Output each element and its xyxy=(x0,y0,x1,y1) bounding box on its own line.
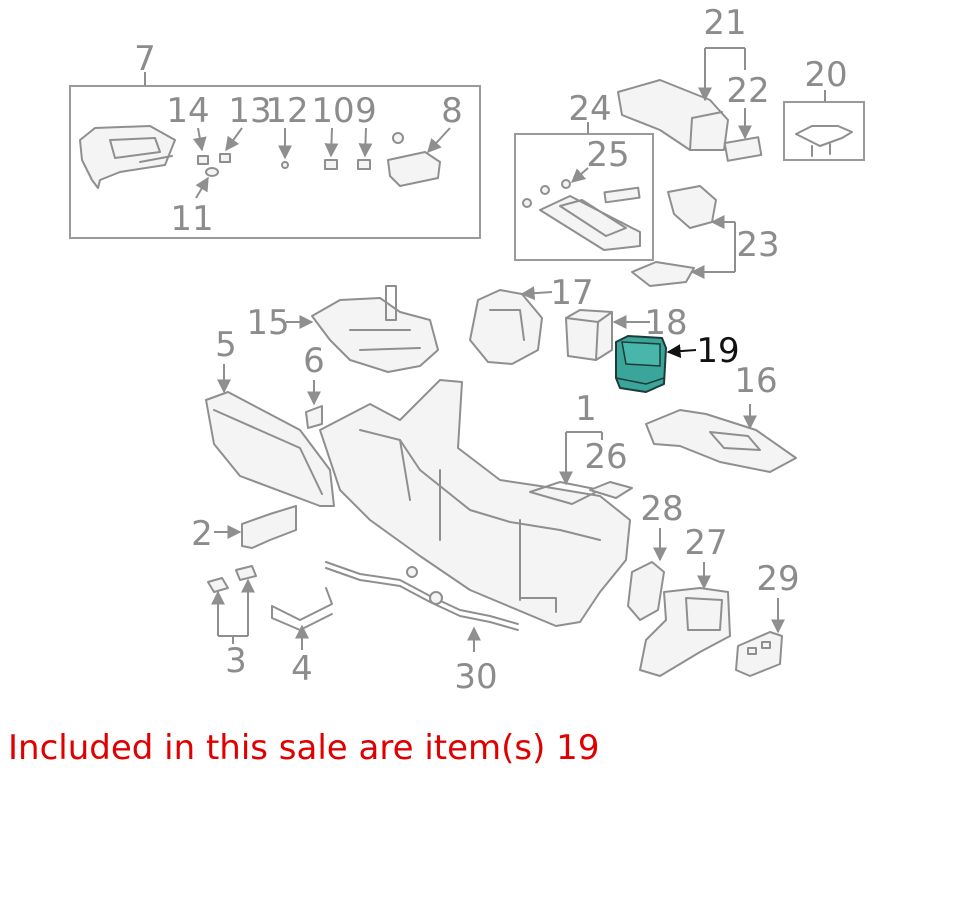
callout-1: 1 xyxy=(575,389,597,429)
cup-holder-18-drawing xyxy=(565,309,613,361)
callout-21: 21 xyxy=(703,3,746,43)
callout-9: 9 xyxy=(355,91,377,131)
callout-6: 6 xyxy=(303,341,325,381)
highlighted-part-19 xyxy=(615,335,667,393)
glove-box-assembly-drawing xyxy=(79,125,176,189)
switch-panel-29-drawing xyxy=(735,631,783,677)
callout-13: 13 xyxy=(228,91,271,131)
callout-20: 20 xyxy=(804,55,847,95)
callout-8: 8 xyxy=(441,91,463,131)
callout-2: 2 xyxy=(191,514,213,554)
storage-door-5-drawing xyxy=(205,391,335,507)
clip-6-drawing xyxy=(305,405,323,429)
armrest-base-drawing xyxy=(522,179,641,251)
bracket-17-drawing xyxy=(469,289,543,365)
cup-holder-tray-23-drawing xyxy=(631,185,717,287)
callout-11: 11 xyxy=(170,199,213,239)
callout-7: 7 xyxy=(134,39,156,79)
bracket-20-drawing xyxy=(795,125,853,157)
trim-cover-27-drawing xyxy=(639,587,731,677)
callout-4: 4 xyxy=(291,649,313,689)
callout-18: 18 xyxy=(644,303,687,343)
callout-14: 14 xyxy=(166,91,209,131)
callout-28: 28 xyxy=(640,489,683,529)
wire-harness-30-drawing xyxy=(325,561,519,631)
callout-25: 25 xyxy=(586,135,629,175)
group-box-7 xyxy=(69,85,481,239)
callout-10: 10 xyxy=(311,91,354,131)
callout-19: 19 xyxy=(696,331,739,371)
callout-12: 12 xyxy=(265,91,308,131)
bracket-4-drawing xyxy=(271,587,333,631)
small-clips-drawing xyxy=(197,153,371,177)
callout-3: 3 xyxy=(225,641,247,681)
bezel-8-drawing xyxy=(387,132,441,187)
callout-30: 30 xyxy=(454,657,497,697)
clip-26-drawing xyxy=(589,481,633,499)
callout-17: 17 xyxy=(550,273,593,313)
bracket-2-drawing xyxy=(241,505,297,549)
group-box-24 xyxy=(514,133,654,261)
clips-3-drawing xyxy=(207,565,257,593)
callout-15: 15 xyxy=(246,303,289,343)
callout-5: 5 xyxy=(215,325,237,365)
sale-items-caption: Included in this sale are item(s) 19 xyxy=(8,728,600,768)
trim-panel-16-drawing xyxy=(645,409,797,473)
callout-22: 22 xyxy=(726,71,769,111)
shifter-bracket-15-drawing xyxy=(311,285,439,373)
callout-26: 26 xyxy=(584,437,627,477)
callout-24: 24 xyxy=(568,89,611,129)
callout-27: 27 xyxy=(684,523,727,563)
console-body-1-drawing xyxy=(319,379,631,627)
callout-16: 16 xyxy=(734,361,777,401)
bracket-28-drawing xyxy=(627,561,665,621)
callout-29: 29 xyxy=(756,559,799,599)
callout-23: 23 xyxy=(736,225,779,265)
